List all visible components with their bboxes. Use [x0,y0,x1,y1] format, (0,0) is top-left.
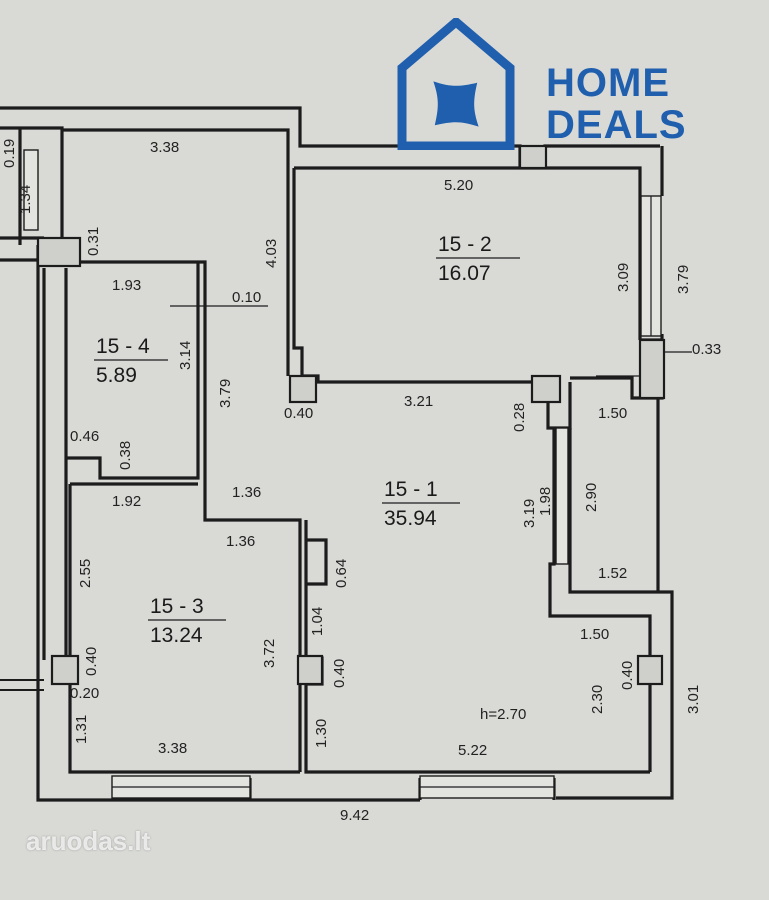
dim-label: 0.20 [70,685,99,702]
dim-label: 3.14 [177,341,194,370]
dim-label: 0.40 [619,661,636,690]
dim-label: 3.72 [261,639,278,668]
dim-label: 3.21 [404,393,433,410]
dim-label: 0.31 [85,227,102,256]
dim-label: 2.30 [589,685,606,714]
dim-label: 3.38 [158,740,187,757]
dim-label: 5.20 [444,177,473,194]
columns [36,144,666,686]
window-left [23,149,39,231]
windows [23,149,662,799]
dim-label: 0.64 [333,559,350,588]
column-c [530,374,562,404]
door-frame [555,427,569,565]
dim-label: 0.19 [1,139,18,168]
room-area: 16.07 [438,262,491,285]
dim-label: 1.52 [598,565,627,582]
room-id: 15 - 3 [150,595,204,618]
dim-label: 3.79 [217,379,234,408]
ceiling-height: h=2.70 [480,706,526,723]
dimension-labels-vertical: 0.19 1.34 0.31 4.03 3.09 3.79 3.14 3.79 … [1,139,702,748]
brand-line1: HOME [546,61,670,105]
brand-logo: HOME DEALS [396,16,726,151]
dim-label: 1.98 [537,487,554,516]
dim-label: 3.79 [675,265,692,294]
room-id: 15 - 1 [384,478,438,501]
column-f [636,654,664,686]
dimension-lines [170,305,692,377]
dim-label: 1.31 [73,715,90,744]
watermark: aruodas.lt [26,826,151,856]
room-area: 13.24 [150,624,203,647]
room-labels: 15 - 2 16.07 15 - 4 5.89 15 - 1 35.94 15… [94,233,526,723]
room-area: 5.89 [96,364,137,387]
dim-label: 0.10 [232,289,261,306]
dim-label: 0.40 [83,647,100,676]
brand-name: HOME DEALS [546,62,687,146]
column-d [50,654,80,686]
column-e [296,654,324,686]
dim-label: 0.40 [284,405,313,422]
dim-label: 5.22 [458,742,487,759]
column-g [518,144,548,170]
dim-label: 1.92 [112,493,141,510]
dim-label: 1.93 [112,277,141,294]
dim-label: 1.50 [598,405,627,422]
dim-label: 0.40 [331,659,348,688]
room-id: 15 - 2 [438,233,492,256]
dim-label: 1.04 [309,607,326,636]
room-area: 35.94 [384,507,437,530]
dim-label: 3.01 [685,685,702,714]
dim-label: 2.90 [583,483,600,512]
dim-label: 9.42 [340,807,369,824]
room-id: 15 - 4 [96,335,150,358]
dim-label: 1.50 [580,626,609,643]
dim-label: 0.28 [511,403,528,432]
dim-label: 3.09 [615,263,632,292]
dimension-labels: 3.38 5.20 1.93 0.10 0.33 0.40 3.21 1.50 … [70,139,721,824]
dim-label: 2.55 [77,559,94,588]
dim-label: 1.36 [226,533,255,550]
walls [0,106,674,802]
dim-label: 0.38 [117,441,134,470]
column-a [36,236,82,268]
dim-label: 3.38 [150,139,179,156]
dim-label: 0.33 [692,341,721,358]
dim-label: 4.03 [263,239,280,268]
house-star-logo-icon [397,16,515,151]
dim-label: 3.19 [521,499,538,528]
dim-label: 1.30 [313,719,330,748]
dim-label: 1.36 [232,484,261,501]
brand-line2: DEALS [546,103,687,147]
dim-label: 1.34 [17,185,34,214]
column-h [638,338,666,400]
column-b [288,374,318,404]
dim-label: 0.46 [70,428,99,445]
